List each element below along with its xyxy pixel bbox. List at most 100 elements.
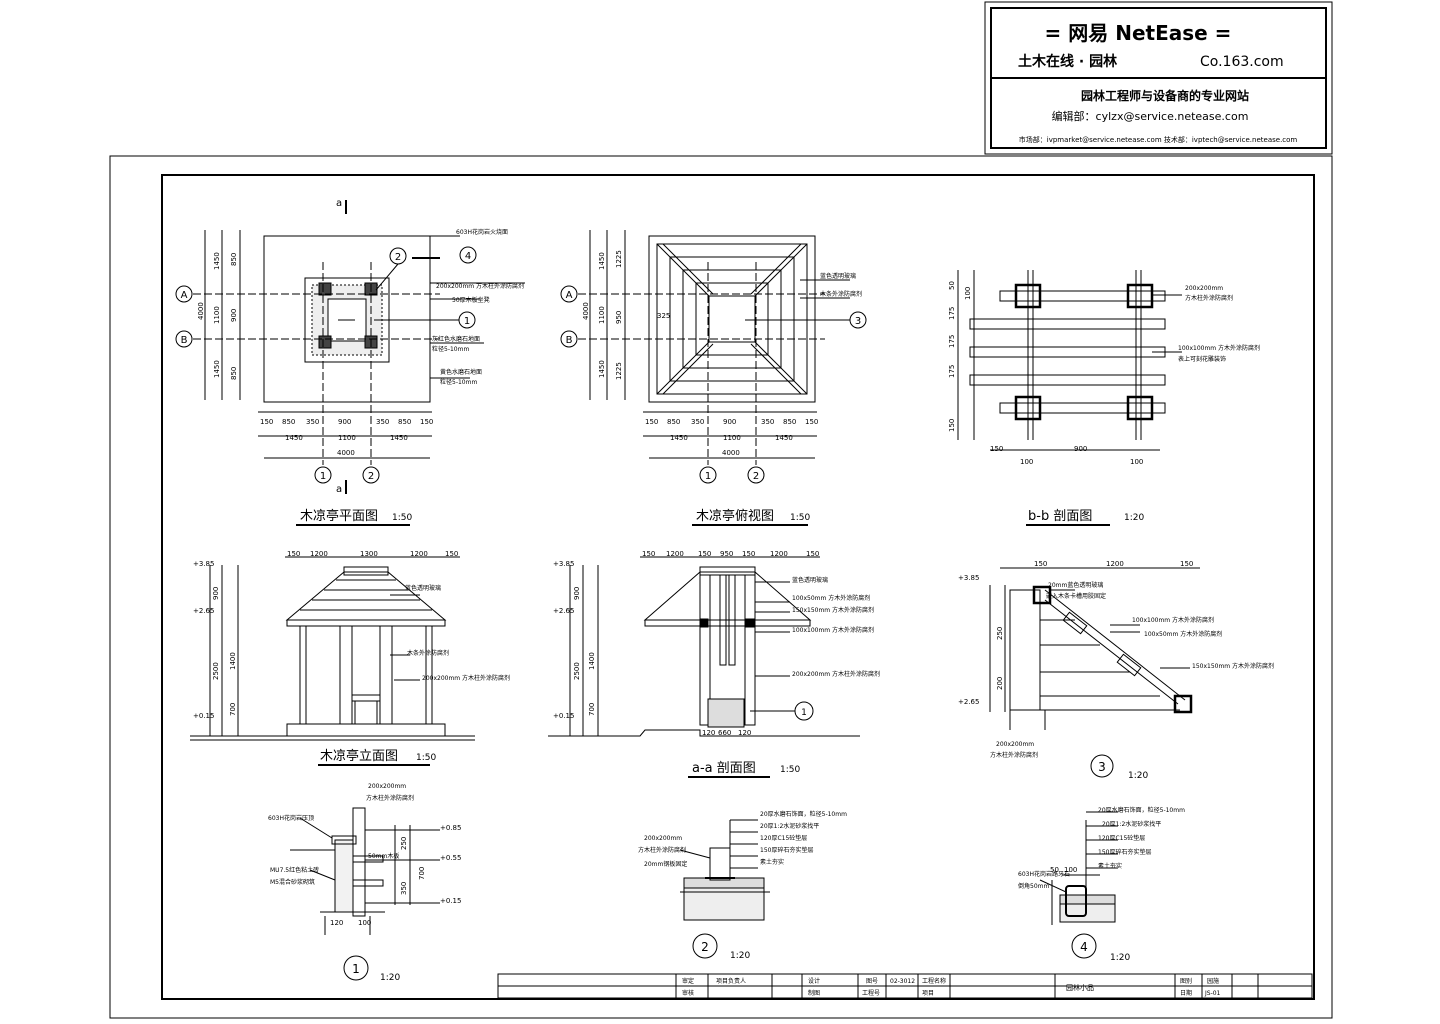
dim-aa-900: 900 <box>573 587 581 600</box>
level-elev-385: +3.85 <box>193 560 214 568</box>
note-d3-150: 150x150mm 方木外涂防腐剂 <box>1192 662 1274 670</box>
scale-top: 1:50 <box>790 513 810 523</box>
grid-2-plan: 2 <box>368 471 374 482</box>
callout-2-plan: 2 <box>395 252 401 263</box>
note-d3-50: 100x50mm 方木外涂防腐剂 <box>1144 630 1222 638</box>
note-aa-100: 100x100mm 方木外涂防腐剂 <box>792 626 874 634</box>
dim-elev-900: 900 <box>212 587 220 600</box>
note-d2-g2: 20厚1:2水泥砂浆找平 <box>760 822 819 830</box>
dim-d3-150: 150 <box>1034 560 1047 568</box>
dim-aa-150c: 150 <box>742 550 755 558</box>
note-aa-glass: 蓝色透明玻璃 <box>792 576 828 584</box>
dim-plan-1450-h: 1450 <box>285 434 303 442</box>
dim-aa-150d: 150 <box>806 550 819 558</box>
note-d2-g3: 120厚C15砼垫层 <box>760 834 807 842</box>
netease-stamp: = 网易 NetEase = 土木在线 · 园林 Co.163.com 园林工程… <box>984 1 1333 155</box>
dim-plan-1450-bot: 1450 <box>213 360 221 378</box>
note-d2-g5: 素土夯实 <box>760 858 784 866</box>
note-d2-steel: 20mm钢板固定 <box>644 860 687 868</box>
note-bb-beam2: 表上可刻花雕装饰 <box>1178 355 1226 363</box>
scale-aa: 1:50 <box>780 765 800 775</box>
section-a-top: a <box>336 198 342 209</box>
stamp-contacts: 市场部：ivpmarket@service.netease.com 技术部：iv… <box>1019 135 1298 144</box>
dim-top-150-h: 150 <box>645 418 658 426</box>
dim-elev-150: 150 <box>287 550 300 558</box>
note-top-glass: 蓝色透明玻璃 <box>820 272 856 280</box>
dim-elev-1300: 1300 <box>360 550 378 558</box>
dim-bb-150: 150 <box>948 419 956 432</box>
stamp-right: Co.163.com <box>1200 54 1284 70</box>
note-bb-col: 200x200mm <box>1185 285 1223 292</box>
callout-4-plan: 4 <box>465 251 471 262</box>
level-d1-055: +0.55 <box>440 854 461 862</box>
stamp-editor: 编辑部：cylzx@service.netease.com <box>1052 109 1249 123</box>
detail-4 <box>1039 811 1118 959</box>
dim-top-850-h: 850 <box>667 418 680 426</box>
dim-aa-660: 660 <box>718 729 731 737</box>
title-plan: 木凉亭平面图 <box>300 508 378 524</box>
scale-d4: 1:20 <box>1110 953 1130 963</box>
scale-d3: 1:20 <box>1128 771 1148 781</box>
dim-top-150-h2: 150 <box>805 418 818 426</box>
dim-plan-350-h2: 350 <box>376 418 389 426</box>
dim-plan-850-h2: 850 <box>398 418 411 426</box>
callout-2-detail: 2 <box>701 940 709 954</box>
dim-plan-1450-top: 1450 <box>213 252 221 270</box>
stamp-left: 土木在线 · 园林 <box>1018 53 1117 70</box>
dim-elev-1400: 1400 <box>229 652 237 670</box>
dim-d3-200: 200 <box>996 677 1004 690</box>
grid-a-plan: A <box>181 290 188 301</box>
dim-top-4000-v: 4000 <box>582 302 590 320</box>
title-elev: 木凉亭立面图 <box>320 748 398 764</box>
level-d3-385: +3.85 <box>958 574 979 582</box>
title-bb: b-b 剖面图 <box>1028 509 1092 524</box>
dim-plan-850-h: 850 <box>282 418 295 426</box>
note-d3-col2: 方木柱外涂防腐剂 <box>990 751 1038 759</box>
dim-plan-900-h: 900 <box>338 418 351 426</box>
stamp-brand: = 网易 NetEase = <box>1045 21 1232 45</box>
elevation-view <box>190 556 475 741</box>
dim-bb-175: 175 <box>948 307 956 320</box>
tb-r1-8: 园施 <box>1207 977 1219 985</box>
plan-view <box>175 200 525 494</box>
level-elev-265: +2.65 <box>193 607 214 615</box>
note-plan-col: 200x200mm 方木柱外涂防腐剂 <box>436 282 524 290</box>
note-elev-glass: 蓝色透明玻璃 <box>405 584 441 592</box>
tb-r2-5: 项目 <box>922 990 934 997</box>
section-a-bottom: a <box>336 484 342 495</box>
note-d4-g3: 120厚C15砼垫层 <box>1098 834 1145 842</box>
note-aa-col: 200x200mm 方木柱外涂防腐剂 <box>792 670 880 678</box>
detail-1 <box>290 807 440 981</box>
callout-4-detail: 4 <box>1080 940 1088 954</box>
tb-r1-0: 审定 <box>682 977 694 985</box>
note-plan-seat: 50厚木板坐凳 <box>452 296 490 304</box>
dim-aa-1200b: 1200 <box>770 550 788 558</box>
bb-section <box>957 270 1182 451</box>
scale-d1: 1:20 <box>380 973 400 983</box>
tb-r2-7: 日期 <box>1180 989 1192 997</box>
callout-1-detail: 1 <box>352 962 360 976</box>
note-d4-g2: 20厚1:2水泥砂浆找平 <box>1102 820 1161 828</box>
title-block <box>497 973 1313 999</box>
note-elev-col: 200x200mm 方木柱外涂防腐剂 <box>422 674 510 682</box>
scale-plan: 1:50 <box>392 513 412 523</box>
dim-top-1450-h2: 1450 <box>775 434 793 442</box>
dim-aa-1400: 1400 <box>588 652 596 670</box>
dim-plan-1450-h2: 1450 <box>390 434 408 442</box>
grid-2-top: 2 <box>753 471 759 482</box>
grid-b-top: B <box>566 335 573 346</box>
dim-aa-700: 700 <box>588 703 596 716</box>
dim-plan-900-v: 900 <box>230 309 238 322</box>
note-d2-col: 200x200mm <box>644 835 682 842</box>
note-d4-g1: 20厚水磨石饰面，粒径5-10mm <box>1098 806 1185 814</box>
dim-d1-350: 350 <box>400 882 408 895</box>
level-aa-265: +2.65 <box>553 607 574 615</box>
dim-top-950-v: 950 <box>615 311 623 324</box>
callout-1-plan: 1 <box>464 316 470 327</box>
note-bb-col2: 方木柱外涂防腐剂 <box>1185 294 1233 302</box>
level-d3-265: +2.65 <box>958 698 979 706</box>
detail-2 <box>679 819 770 959</box>
note-plan-gray2: 粒径5-10mm <box>432 345 469 353</box>
note-d4-curb: 603H花岗岩路牙石 <box>1018 870 1070 878</box>
